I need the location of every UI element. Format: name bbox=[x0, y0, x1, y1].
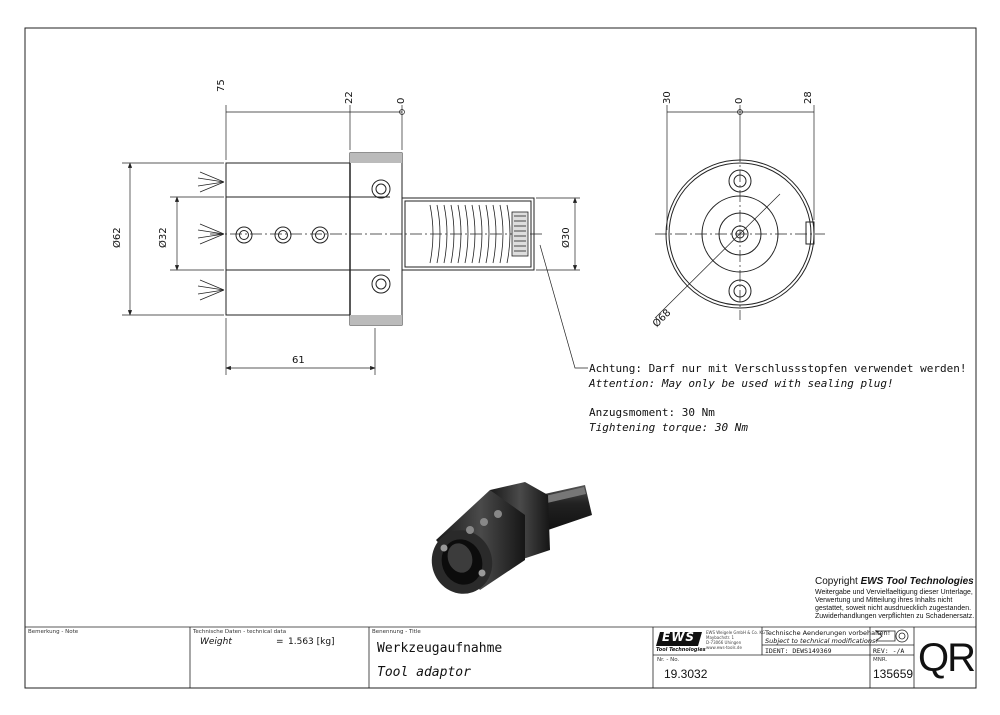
serration-teeth bbox=[429, 204, 529, 264]
side-view bbox=[654, 150, 825, 320]
warning-note-de: Achtung: Darf nur mit Verschlussstopfen … bbox=[589, 362, 967, 375]
dim-75: 75 bbox=[216, 79, 227, 92]
torque-note-en: Tightening torque: 30 Nm bbox=[589, 421, 748, 434]
copyright-line-3: gestattet, soweit nicht ausdruecklich zu… bbox=[815, 605, 972, 612]
mnr-label: MNR. bbox=[873, 657, 888, 663]
dim-30-side: 30 bbox=[662, 91, 673, 104]
dim-dia32: Ø32 bbox=[158, 227, 169, 248]
note-leader bbox=[539, 244, 588, 369]
remark-label: Bemerkung - Note bbox=[28, 629, 79, 635]
title-label: Benennung - Title bbox=[372, 629, 421, 635]
copyright-prefix: Copyright bbox=[815, 576, 861, 587]
warning-note-en: Attention: May only be used with sealing… bbox=[589, 377, 894, 390]
dim-0-side: 0 bbox=[734, 97, 745, 104]
weight-eq: = bbox=[276, 637, 284, 647]
dim-22: 22 bbox=[344, 91, 355, 104]
number-value: 19.3032 bbox=[664, 667, 708, 681]
copyright-line-1: Weitergabe und Vervielfaeltigung dieser … bbox=[815, 589, 973, 596]
qr-mark: QR bbox=[918, 636, 976, 680]
drawing-frame bbox=[24, 27, 977, 689]
weight-value: 1.563 [kg] bbox=[288, 637, 335, 647]
title-en: Tool adaptor bbox=[377, 665, 471, 680]
ident: IDENT: DEWS149369 bbox=[765, 647, 832, 655]
front-dimensions bbox=[122, 105, 580, 375]
dim-61: 61 bbox=[292, 355, 305, 366]
dim-dia62: Ø62 bbox=[112, 227, 123, 248]
front-view bbox=[197, 152, 545, 326]
dim-28-side: 28 bbox=[803, 91, 814, 104]
changes-en: Subject to technical modifications! bbox=[765, 637, 878, 645]
logo-sub: Tool Technologies bbox=[656, 647, 706, 653]
title-de: Werkzeugaufnahme bbox=[377, 641, 503, 656]
side-dimensions bbox=[666, 105, 815, 230]
company-line-1: EWS Weigele GmbH & Co. KG bbox=[706, 630, 766, 635]
copyright-heading: Copyright EWS Tool Technologies bbox=[815, 576, 974, 587]
front-holes bbox=[235, 179, 391, 294]
number-label: Nr. - No. bbox=[657, 657, 680, 663]
mnr-value: 135659 bbox=[873, 667, 914, 681]
weight-label: Weight bbox=[200, 637, 232, 647]
changes-de: Technische Aenderungen vorbehalten! bbox=[765, 629, 891, 637]
dim-0-front: 0 bbox=[396, 97, 407, 104]
dim-dia30: Ø30 bbox=[561, 227, 572, 248]
techdata-label: Technische Daten - technical data bbox=[193, 629, 287, 635]
copyright-line-4: Zuwiderhandlungen verpflichten zu Schade… bbox=[815, 613, 975, 620]
ews-logo bbox=[656, 630, 704, 650]
company-line-3: D-73066 Uhingen bbox=[706, 640, 742, 645]
logo-text: EWS bbox=[662, 630, 696, 644]
torque-note-de: Anzugsmoment: 30 Nm bbox=[589, 406, 715, 419]
copyright-line-2: Verwertung und Mitteilung ihres Inhalts … bbox=[815, 597, 953, 604]
company-line-2: Maybachstr. 1 bbox=[706, 635, 735, 640]
rev: REV: -/A bbox=[873, 647, 905, 655]
iso-view bbox=[431, 482, 592, 594]
company-line-4: www.ews-tools.de bbox=[706, 645, 742, 650]
title-block-lines bbox=[25, 626, 976, 688]
copyright-brand: EWS Tool Technologies bbox=[860, 576, 974, 587]
